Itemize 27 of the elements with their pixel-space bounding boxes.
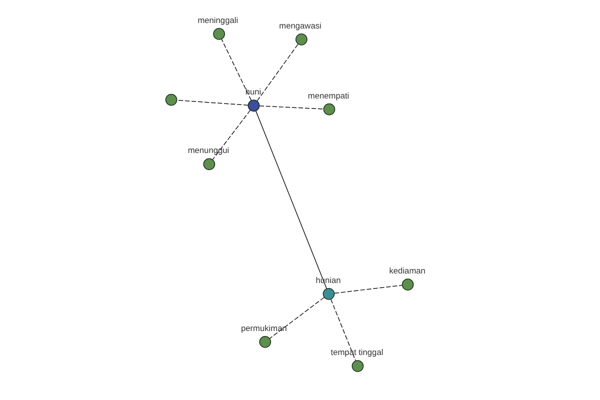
node-circle bbox=[248, 100, 260, 112]
node-label: menunggui bbox=[188, 145, 230, 156]
node-label: meninggali bbox=[198, 15, 238, 25]
connector bbox=[176, 100, 248, 106]
node-label: mengawasi bbox=[279, 20, 322, 30]
connector bbox=[334, 284, 403, 294]
node-circle bbox=[322, 288, 335, 300]
connector bbox=[259, 106, 324, 110]
node-circle bbox=[352, 360, 364, 372]
node-circle bbox=[402, 278, 414, 290]
node-label: menempati bbox=[308, 90, 350, 100]
node-label: tempat tinggal bbox=[330, 347, 384, 358]
connector bbox=[256, 44, 298, 102]
connector bbox=[269, 297, 325, 339]
node-circle bbox=[259, 336, 272, 348]
node-circle bbox=[213, 28, 226, 40]
node-label: permukiman bbox=[240, 322, 287, 333]
node-circle bbox=[203, 158, 216, 170]
node-circle bbox=[165, 94, 178, 106]
connector bbox=[256, 110, 327, 289]
connector bbox=[221, 38, 252, 101]
connector bbox=[330, 298, 356, 361]
node-circle bbox=[323, 103, 336, 116]
node-label: huni bbox=[245, 86, 262, 97]
node-circle bbox=[296, 33, 308, 46]
connector bbox=[212, 110, 251, 160]
node-label: kediaman bbox=[389, 266, 426, 276]
